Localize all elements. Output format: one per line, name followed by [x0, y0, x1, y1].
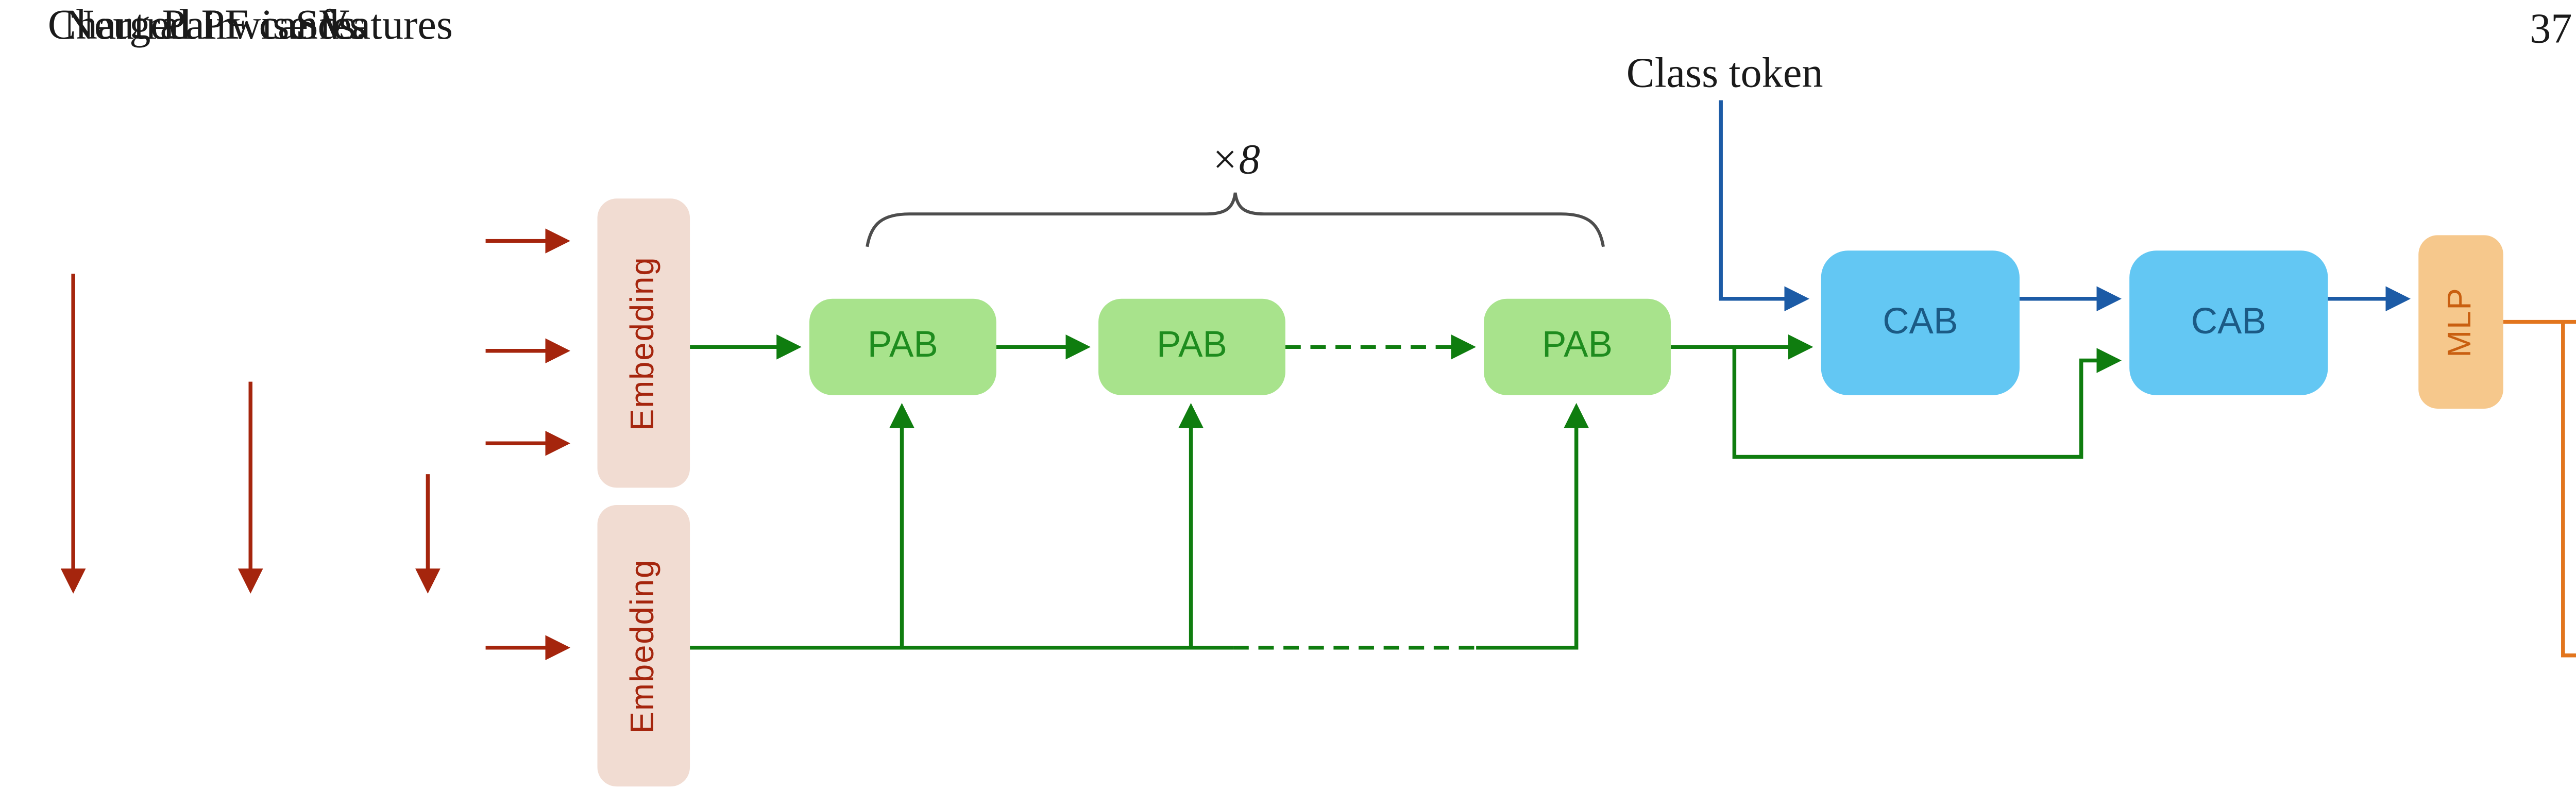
pab-block-2: PAB — [1098, 298, 1285, 395]
pab-block-3: PAB — [1484, 298, 1671, 395]
class-token-label: Class token — [1626, 48, 1823, 97]
pab-block-2-label: PAB — [1156, 326, 1227, 366]
mlp-block: MLP — [2418, 235, 2503, 409]
embedding-block-pairwise: Embedding — [597, 505, 690, 787]
cab-block-2: CAB — [2129, 250, 2328, 395]
repeat-count-label: ×8 — [1210, 135, 1260, 183]
pab-block-1: PAB — [809, 298, 996, 395]
mass-output-label: Mass output — [2520, 725, 2576, 775]
input-label-neutral: Neutral PF cands. — [63, 0, 366, 48]
embedding-block-particles-label: Embedding — [624, 256, 661, 431]
arrow-class-token-to-cab1 — [1719, 100, 1810, 312]
arrow-rail-to-pab3 — [1476, 402, 1589, 650]
pab-block-1-label: PAB — [867, 326, 938, 366]
arrow-pab3-residual-to-cab2 — [1732, 347, 2122, 459]
input-label-charged: Charged PF cands. — [47, 0, 366, 48]
input-label-svs: SVs — [295, 0, 366, 48]
class-outputs-label: 37 class outputs — [2530, 4, 2576, 52]
arrow-mlp-to-mass-node — [2561, 322, 2576, 658]
cab-block-1-label: CAB — [1883, 301, 1958, 342]
mlp-block-label: MLP — [2442, 287, 2479, 357]
pab-block-3-label: PAB — [1542, 326, 1613, 366]
embedding-block-pairwise-label: Embedding — [624, 558, 661, 733]
repeat-brace — [866, 192, 1605, 247]
input-label-pairwise: Pairwise features — [162, 0, 453, 48]
embedding-block-particles: Embedding — [597, 198, 690, 488]
cab-block-2-label: CAB — [2191, 301, 2266, 342]
cab-block-1: CAB — [1821, 250, 2020, 395]
